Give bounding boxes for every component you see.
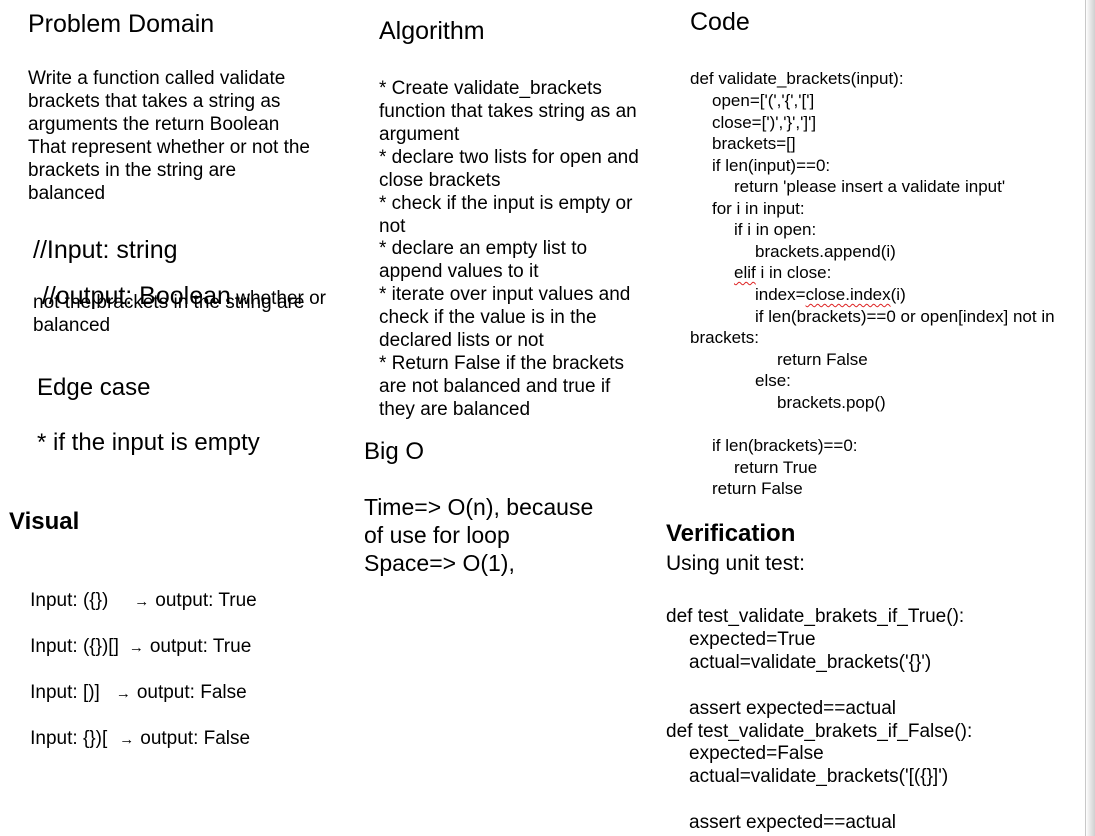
algorithm-line: function that takes string as an — [379, 101, 637, 122]
visual-row: Input: ({})[] → output: True — [9, 614, 251, 680]
code-line: open=['(','{','['] — [712, 91, 815, 110]
code-line: if i in open: — [734, 220, 817, 239]
input-spec: //Input: string — [33, 236, 178, 264]
problem-line: balanced — [28, 183, 106, 204]
spellcheck-word: close.index — [805, 285, 891, 304]
code-line: close=[')','}',']'] — [712, 113, 817, 132]
algorithm-line: * iterate over input values and — [379, 284, 631, 305]
algorithm-line: are not balanced and true if — [379, 376, 611, 397]
code-line: return False — [712, 479, 803, 498]
algorithm-line: * check if the input is empty or — [379, 193, 633, 214]
algorithm-line: append values to it — [379, 261, 539, 282]
verification-title: Verification — [666, 520, 796, 547]
code-line: brackets: — [690, 328, 759, 347]
edge-case-title: Edge case — [37, 374, 151, 401]
algorithm-line: not — [379, 216, 406, 237]
code-fragment: index= — [755, 285, 806, 304]
visual-row: Input: {})[ → output: False — [9, 706, 250, 772]
verification-subtitle: Using unit test: — [666, 552, 805, 575]
algorithm-line: * declare two lists for open and — [379, 147, 639, 168]
algorithm-line: they are balanced — [379, 399, 531, 420]
visual-output: output: False — [136, 682, 247, 703]
visual-input: Input: ({}) — [30, 590, 109, 611]
test-line: assert expected==actual — [689, 812, 897, 833]
output-spec-line: balanced — [33, 315, 111, 336]
code-line: if len(input)==0: — [712, 156, 831, 175]
algorithm-line: * Create validate_brackets — [379, 78, 602, 99]
vertical-scrollbar[interactable] — [1085, 0, 1095, 836]
problem-line: brackets in the string are — [28, 160, 237, 181]
test-line: def test_validate_brakets_if_False(): — [666, 721, 973, 742]
code-line: def validate_brackets(input): — [690, 69, 904, 88]
problem-line: Write a function called validate — [28, 68, 286, 89]
visual-input: Input: {})[ — [30, 728, 108, 749]
problem-line: brackets that takes a string as — [28, 91, 281, 112]
visual-output: output: False — [140, 728, 251, 749]
problem-domain-title: Problem Domain — [28, 10, 215, 38]
code-line: brackets=[] — [712, 134, 796, 153]
code-line: for i in input: — [712, 199, 805, 218]
visual-input: Input: [)] — [30, 682, 100, 703]
edge-case-text: * if the input is empty — [37, 429, 260, 456]
code-line: elif i in close: — [734, 262, 831, 284]
code-line: brackets.append(i) — [755, 242, 896, 261]
output-spec: //output: Boolean whether or — [33, 264, 326, 311]
code-line: return True — [734, 458, 818, 477]
output-spec-prefix: //output: Boolean — [41, 282, 231, 310]
visual-row: Input: ({}) → output: True — [9, 568, 257, 634]
output-spec-suffix: whether or — [230, 288, 326, 309]
test-line: def test_validate_brakets_if_True(): — [666, 606, 965, 627]
right-arrow-icon: → — [115, 685, 131, 702]
code-line: if len(brackets)==0: — [712, 436, 858, 455]
right-arrow-icon: → — [134, 593, 150, 610]
right-arrow-icon: → — [128, 639, 144, 656]
big-o-line: Space=> O(1), — [364, 550, 515, 576]
code-title: Code — [690, 8, 750, 36]
algorithm-line: close brackets — [379, 170, 501, 191]
algorithm-title: Algorithm — [379, 17, 485, 45]
code-line: return False — [777, 350, 868, 369]
code-line: return 'please insert a validate input' — [734, 177, 1006, 196]
spellcheck-word: elif — [734, 263, 756, 282]
test-line: assert expected==actual — [689, 698, 897, 719]
code-fragment: (i) — [890, 285, 906, 304]
algorithm-line: argument — [379, 124, 460, 145]
code-line: else: — [755, 371, 791, 390]
visual-title: Visual — [9, 508, 80, 535]
problem-line: That represent whether or not the — [28, 137, 310, 158]
test-line: actual=validate_brackets('{}') — [689, 652, 932, 673]
test-line: expected=False — [689, 743, 824, 764]
visual-output: output: True — [149, 636, 252, 657]
test-line: expected=True — [689, 629, 816, 650]
output-spec-line: not the brackets in the string are — [33, 292, 305, 313]
big-o-title: Big O — [364, 438, 425, 465]
visual-input: Input: ({})[] — [30, 636, 119, 657]
visual-row: Input: [)] → output: False — [9, 660, 247, 726]
visual-output: output: True — [155, 590, 257, 611]
algorithm-line: * Return False if the brackets — [379, 353, 624, 374]
algorithm-line: * declare an empty list to — [379, 238, 588, 259]
algorithm-line: declared lists or not — [379, 330, 544, 351]
big-o-line: Time=> O(n), because — [364, 494, 594, 520]
right-arrow-icon: → — [119, 731, 135, 748]
code-line: index=close.index(i) — [755, 284, 906, 306]
code-line: brackets.pop() — [777, 393, 886, 412]
code-fragment: i in close: — [755, 263, 832, 282]
big-o-line: of use for loop — [364, 522, 510, 548]
test-line: actual=validate_brackets('[({}]') — [689, 766, 949, 787]
problem-line: arguments the return Boolean — [28, 114, 280, 135]
code-line: if len(brackets)==0 or open[index] not i… — [755, 307, 1055, 326]
algorithm-line: check if the value is in the — [379, 307, 597, 328]
